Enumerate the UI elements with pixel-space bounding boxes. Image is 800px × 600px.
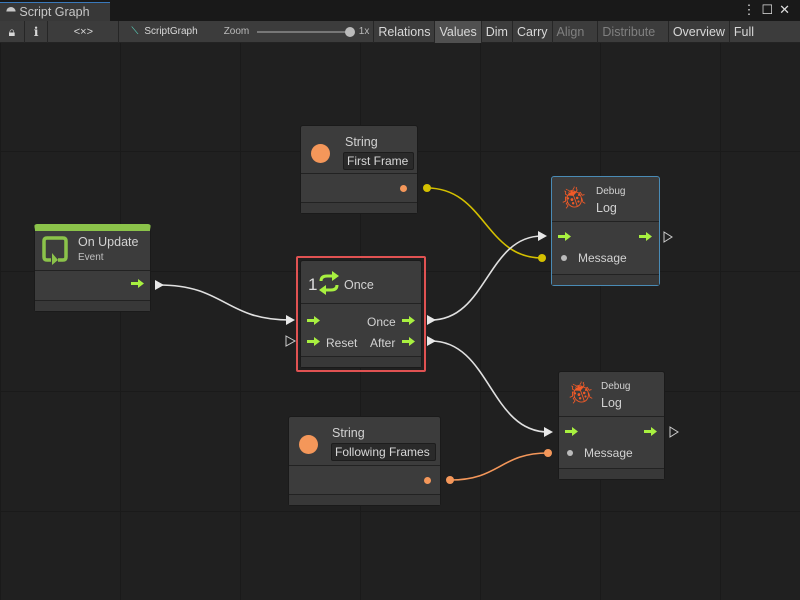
port-dot[interactable] [567, 450, 573, 456]
port-dot[interactable] [423, 184, 431, 192]
flow-port-out-empty[interactable] [669, 426, 679, 438]
string-icon [299, 435, 318, 454]
toolbar: 🔒︎ ℹ <×> ⟍ ScriptGraph Zoom 1x Relations… [0, 20, 800, 61]
flow-arrow-icon [402, 316, 415, 325]
debug-log-node-1[interactable]: 🐞︎ Debug Log Message [551, 176, 660, 286]
debug-log-node-2[interactable]: 🐞︎ Debug Log Message [558, 371, 665, 480]
flow-port-out-empty[interactable] [663, 231, 673, 243]
string-value-field[interactable]: Following Frames [331, 443, 436, 461]
string-value-field[interactable]: First Frame [343, 152, 414, 170]
flow-port-in-empty[interactable] [285, 335, 297, 347]
wire-string1-log1 [426, 187, 543, 259]
string-node-first-frame[interactable]: String First Frame [300, 125, 418, 214]
port-label-after: After [370, 336, 396, 350]
selection-outline [296, 256, 426, 372]
flow-arrow-icon [307, 337, 320, 346]
refresh-icon [319, 271, 339, 295]
values-button[interactable]: Values [435, 20, 482, 43]
flow-arrow-icon [558, 232, 571, 241]
lock-icon[interactable]: 🔒︎ [0, 20, 25, 43]
flow-port-in[interactable] [544, 427, 553, 437]
node-title: String [332, 426, 365, 440]
zoom-slider[interactable] [257, 26, 355, 37]
node-title: Log [601, 396, 622, 410]
string-icon [311, 144, 330, 163]
zoom-value: 1x [358, 25, 370, 37]
node-category: Debug [601, 381, 631, 392]
flow-port-in[interactable] [286, 315, 295, 325]
once-icon-number: 1 [308, 275, 318, 294]
port-label-reset: Reset [326, 336, 358, 350]
flow-arrow-icon [644, 427, 657, 436]
port-dot[interactable] [544, 449, 552, 457]
node-title: Once [344, 278, 374, 292]
graph-name: ScriptGraph [144, 25, 198, 37]
flow-arrow-icon [402, 337, 415, 346]
flow-port-in[interactable] [538, 231, 547, 241]
flow-port-out[interactable] [427, 336, 436, 346]
graph-icon: ⟍ [131, 25, 139, 37]
port-label-message: Message [578, 251, 627, 265]
bug-icon: 🐞︎ [560, 185, 588, 210]
flow-arrow-icon [131, 279, 144, 288]
flow-arrow-icon [307, 316, 320, 325]
relations-button[interactable]: Relations [373, 20, 436, 43]
node-title: On Update [78, 235, 139, 249]
wire-update-once [158, 284, 291, 321]
close-icon[interactable]: ✕ [779, 2, 796, 17]
overview-button[interactable]: Overview [669, 20, 730, 43]
port-label-message: Message [584, 446, 633, 460]
hierarchy-icon: ⯊ [6, 5, 20, 19]
output-port-dot[interactable] [400, 185, 407, 192]
zoom-label: Zoom [223, 25, 250, 37]
flow-port-out[interactable] [155, 280, 164, 290]
kebab-icon[interactable]: ⋮ [742, 2, 762, 17]
zoom-slider-handle[interactable] [344, 26, 355, 37]
maximize-icon[interactable]: ☐ [761, 2, 780, 17]
node-title: String [345, 135, 378, 149]
wire-after-log2 [430, 340, 549, 433]
embed-button[interactable]: <×> [48, 20, 120, 43]
carry-button[interactable]: Carry [513, 20, 553, 43]
info-icon[interactable]: ℹ [25, 20, 49, 43]
port-dot[interactable] [538, 254, 546, 262]
flow-arrow-icon [565, 427, 578, 436]
tab-bar: ⯊ Script Graph ⋮☐✕ [0, 0, 800, 21]
on-update-node[interactable]: On Update Event [34, 224, 151, 312]
node-subtitle: Event [78, 252, 104, 263]
node-title: Log [596, 201, 617, 215]
string-node-following-frames[interactable]: String Following Frames [288, 416, 441, 506]
dim-button[interactable]: Dim [482, 20, 513, 43]
loop-icon [42, 236, 68, 265]
node-category: Debug [596, 186, 626, 197]
tab-script-graph[interactable]: ⯊ Script Graph [0, 2, 110, 21]
output-port-dot[interactable] [424, 477, 431, 484]
flow-port-out[interactable] [427, 315, 436, 325]
wire-string2-log2 [449, 452, 549, 481]
once-node[interactable]: 1 Once Once Reset After [300, 260, 422, 368]
wire-once-log1 [430, 235, 543, 321]
port-dot[interactable] [561, 255, 567, 261]
bug-icon: 🐞︎ [567, 380, 595, 405]
flow-arrow-icon [639, 232, 652, 241]
port-dot[interactable] [446, 476, 454, 484]
port-label-once: Once [367, 315, 396, 329]
